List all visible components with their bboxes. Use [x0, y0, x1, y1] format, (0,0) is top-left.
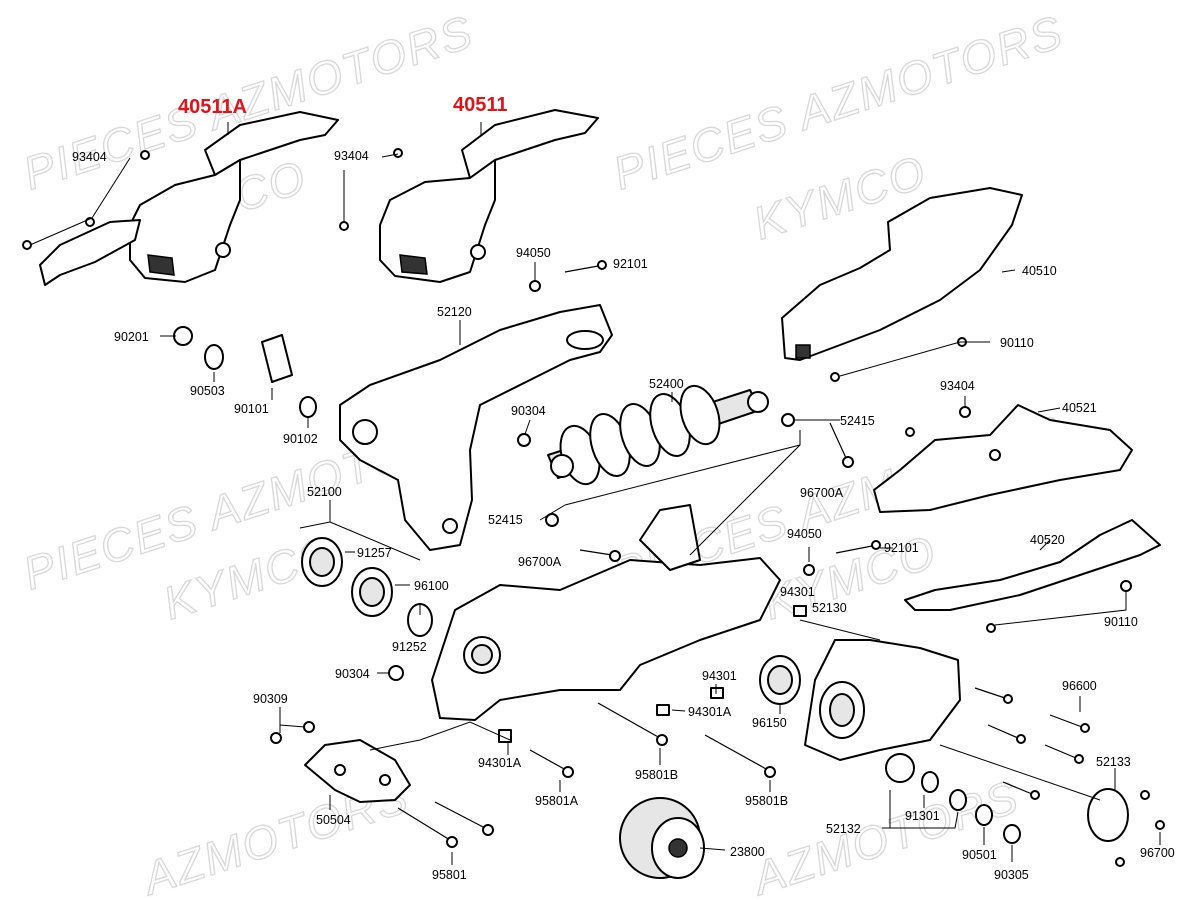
part-label-52400: 52400 [649, 377, 684, 391]
part-label-93404: 93404 [72, 150, 107, 164]
part-label-90110: 90110 [1104, 615, 1138, 629]
part-label-94050: 94050 [516, 246, 551, 260]
part-label-95801b: 95801B [745, 794, 788, 808]
part-52100-swing-arm [431, 504, 781, 721]
part-23800-pulley [619, 797, 705, 879]
part-label-52133: 52133 [1096, 755, 1131, 769]
part-label-90101: 90101 [234, 402, 269, 416]
part-label-96600: 96600 [1062, 679, 1097, 693]
part-label-91252: 91252 [392, 640, 427, 654]
part-40511-cover [379, 109, 599, 283]
part-91301-ring [921, 771, 939, 793]
part-label-94301a: 94301A [478, 756, 522, 770]
part-label-90309: 90309 [253, 692, 288, 706]
part-label-90201: 90201 [114, 330, 149, 344]
part-label-95801a: 95801A [535, 794, 579, 808]
part-label-40511a: 40511A [178, 96, 247, 118]
part-52132-bearing [885, 753, 915, 783]
part-52130-gear-case [804, 639, 961, 761]
part-label-96700a: 96700A [518, 555, 562, 569]
part-label-90503: 90503 [190, 384, 225, 398]
part-90101-spacer [261, 334, 293, 383]
part-90503-washer [204, 344, 224, 370]
part-40520-cover [904, 519, 1161, 611]
part-label-52120: 52120 [437, 305, 472, 319]
part-label-50504: 50504 [316, 813, 351, 827]
watermark-text: AZMOTORS [744, 770, 1025, 900]
part-label-92101: 92101 [613, 257, 648, 271]
part-label-92101: 92101 [884, 541, 919, 555]
part-label-90304: 90304 [335, 667, 370, 681]
part-label-52132: 52132 [826, 822, 861, 836]
part-90201-nut [173, 326, 193, 346]
bolts [397, 260, 1090, 848]
part-label-52415: 52415 [488, 513, 523, 527]
part-52120-link [339, 304, 613, 551]
part-label-90304: 90304 [511, 404, 546, 418]
part-52400-shock-absorber [547, 384, 769, 486]
part-label-90501: 90501 [962, 848, 997, 862]
part-label-52130: 52130 [812, 601, 847, 615]
part-label-40521: 40521 [1062, 401, 1097, 415]
part-52133-cover [1087, 788, 1129, 842]
part-label-90305: 90305 [994, 868, 1029, 882]
part-40510-cover [781, 187, 1023, 361]
part-label-94301: 94301 [780, 585, 815, 599]
part-label-52415: 52415 [840, 414, 875, 428]
part-label-40510: 40510 [1022, 264, 1057, 278]
part-label-94050: 94050 [787, 527, 822, 541]
part-label-94301: 94301 [702, 669, 737, 683]
part-label-93404: 93404 [334, 149, 369, 163]
part-label-91301: 91301 [905, 809, 940, 823]
part-label-40520: 40520 [1030, 533, 1065, 547]
part-label-91257: 91257 [357, 546, 392, 560]
part-label-95801b: 95801B [635, 768, 678, 782]
part-90305-nut [1003, 824, 1021, 844]
part-50504-bracket [304, 739, 411, 803]
part-label-95801: 95801 [432, 868, 467, 882]
part-label-40511: 40511 [453, 94, 508, 116]
part-label-96150: 96150 [752, 716, 787, 730]
part-label-90102: 90102 [283, 432, 318, 446]
part-40521-cover [873, 404, 1133, 513]
part-91252-seal [407, 603, 433, 637]
part-label-93404: 93404 [940, 379, 975, 393]
part-label-94301a: 94301A [688, 705, 732, 719]
part-label-96700a: 96700A [800, 486, 844, 500]
leader-lines [29, 122, 1161, 865]
part-label-96700: 96700 [1140, 846, 1175, 860]
part-40511a-cover [39, 111, 339, 286]
part-label-23800: 23800 [730, 845, 765, 859]
part-labels: 40511A 40511 93404 93404 94050 92101 405… [72, 94, 1175, 882]
part-label-52100: 52100 [307, 485, 342, 499]
part-label-90110: 90110 [1000, 336, 1034, 350]
part-90102-collar [299, 396, 317, 418]
part-90501-washer [975, 804, 993, 826]
part-label-96100: 96100 [414, 579, 449, 593]
